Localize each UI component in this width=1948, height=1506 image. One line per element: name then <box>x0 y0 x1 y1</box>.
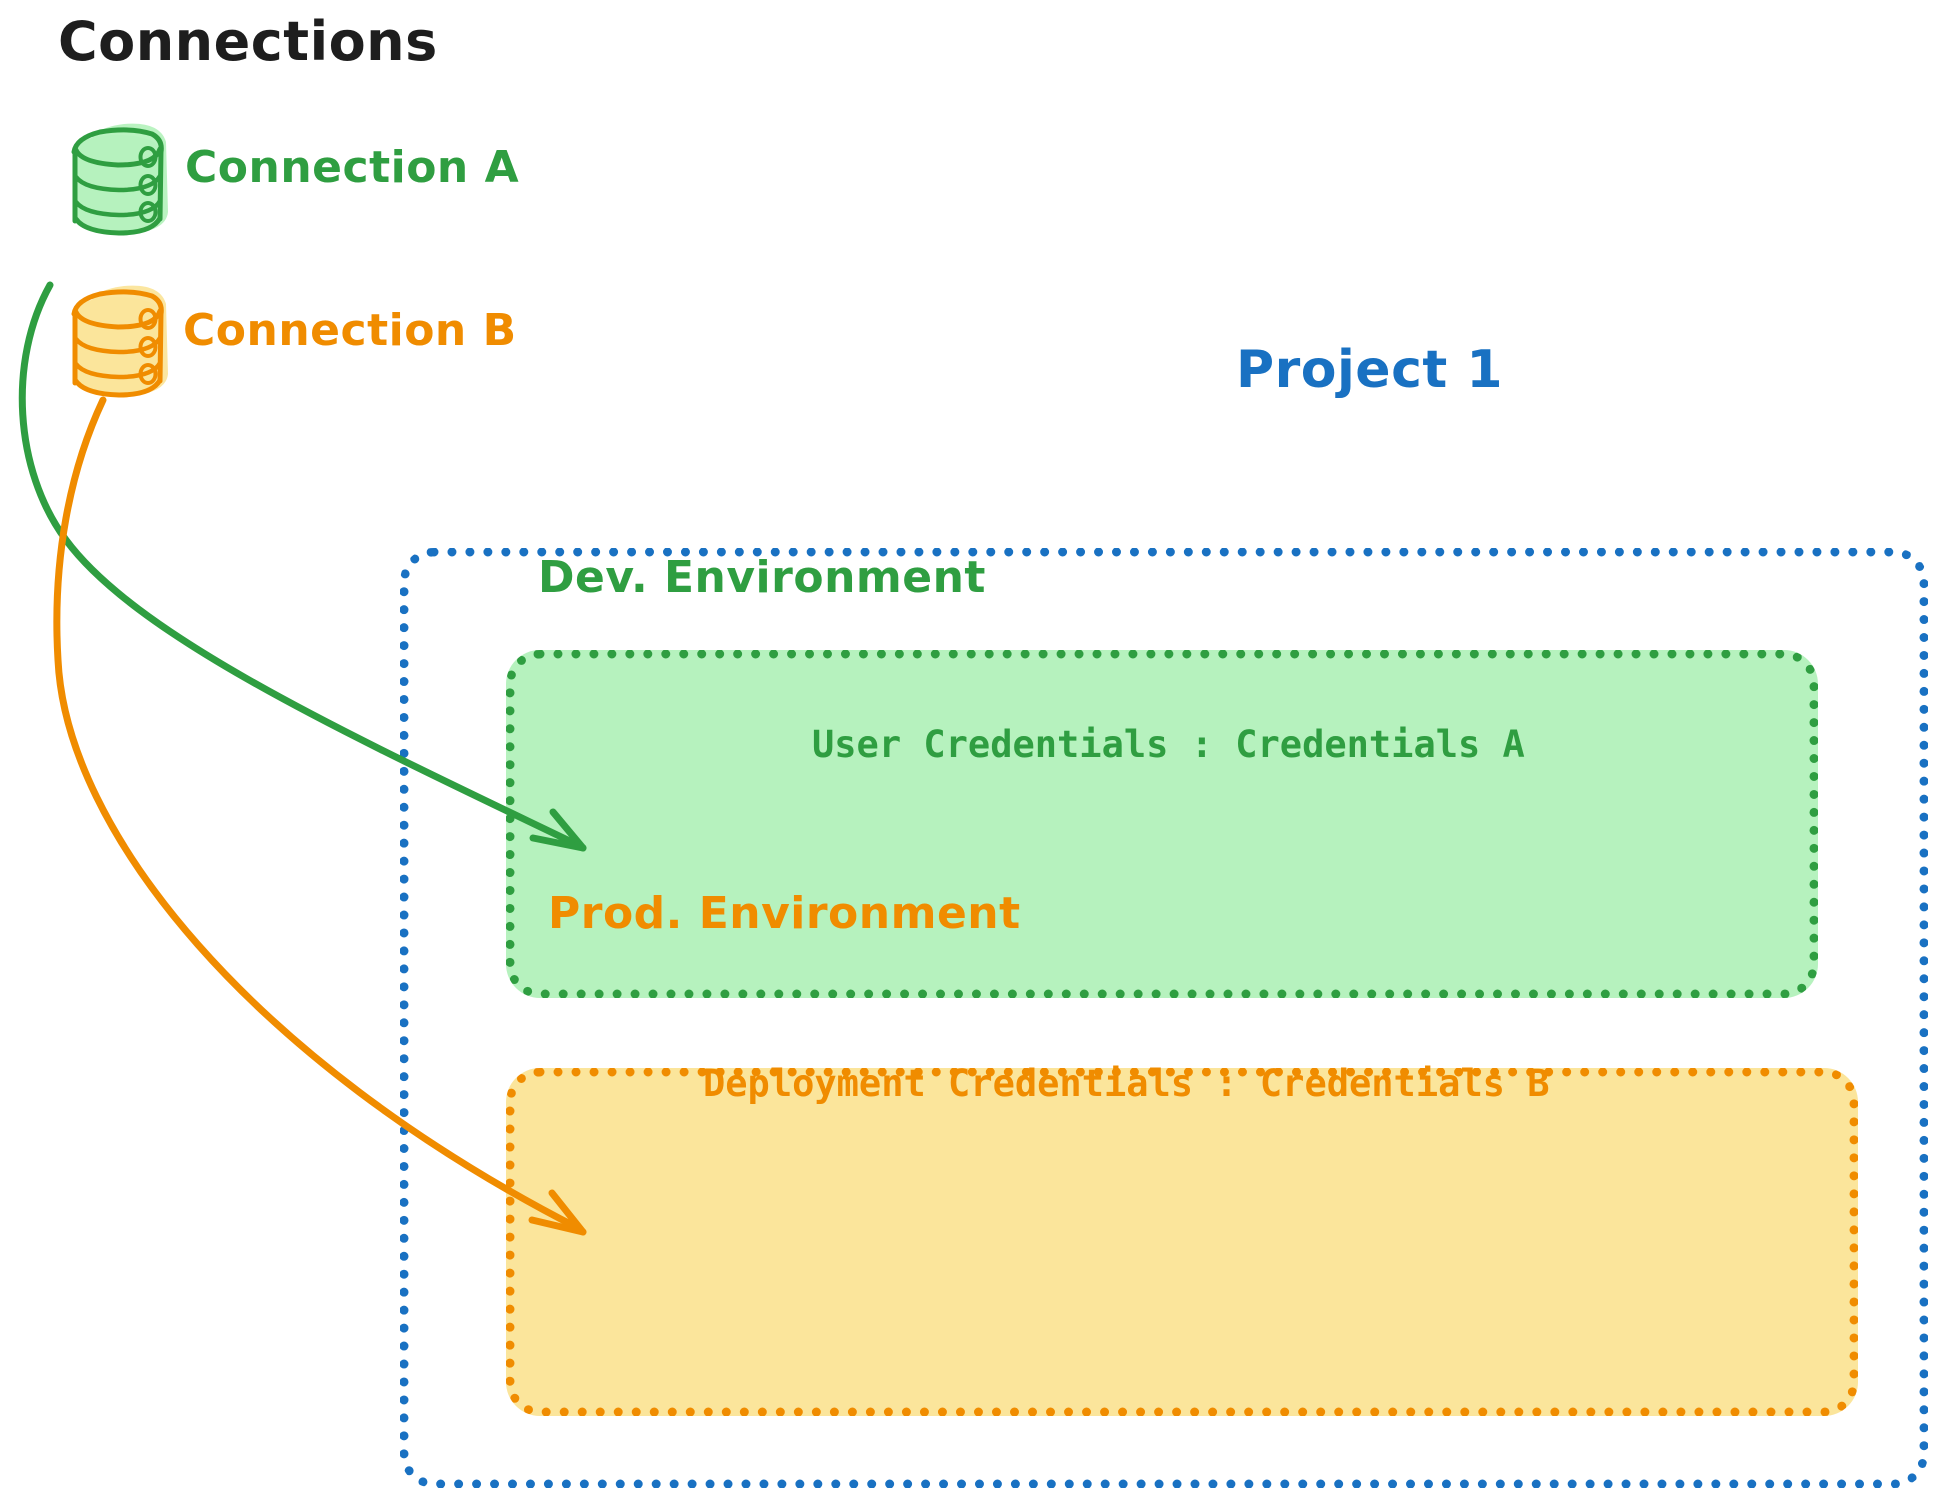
connection-b-label: Connection B <box>183 305 517 356</box>
prod-environment-box <box>506 1068 1858 1416</box>
project-container-box <box>400 548 1928 1488</box>
arrow-connection-b-to-prod-environment <box>53 396 587 1236</box>
dev-environment-box <box>506 650 1818 998</box>
prod-environment-credentials: Deployment Credentials : Credentials B <box>703 1062 1550 1105</box>
database-icon-connection-b <box>71 285 168 398</box>
project-label: Project 1 <box>1236 340 1504 400</box>
dev-environment-label: Dev. Environment <box>538 552 986 603</box>
database-icon-connection-a <box>71 123 168 236</box>
page-title: Connections <box>58 10 438 73</box>
arrow-connection-a-to-dev-environment <box>18 281 587 852</box>
dev-environment-credentials: User Credentials : Credentials A <box>812 723 1525 766</box>
connection-a-label: Connection A <box>185 142 520 193</box>
prod-environment-label: Prod. Environment <box>548 888 1021 939</box>
